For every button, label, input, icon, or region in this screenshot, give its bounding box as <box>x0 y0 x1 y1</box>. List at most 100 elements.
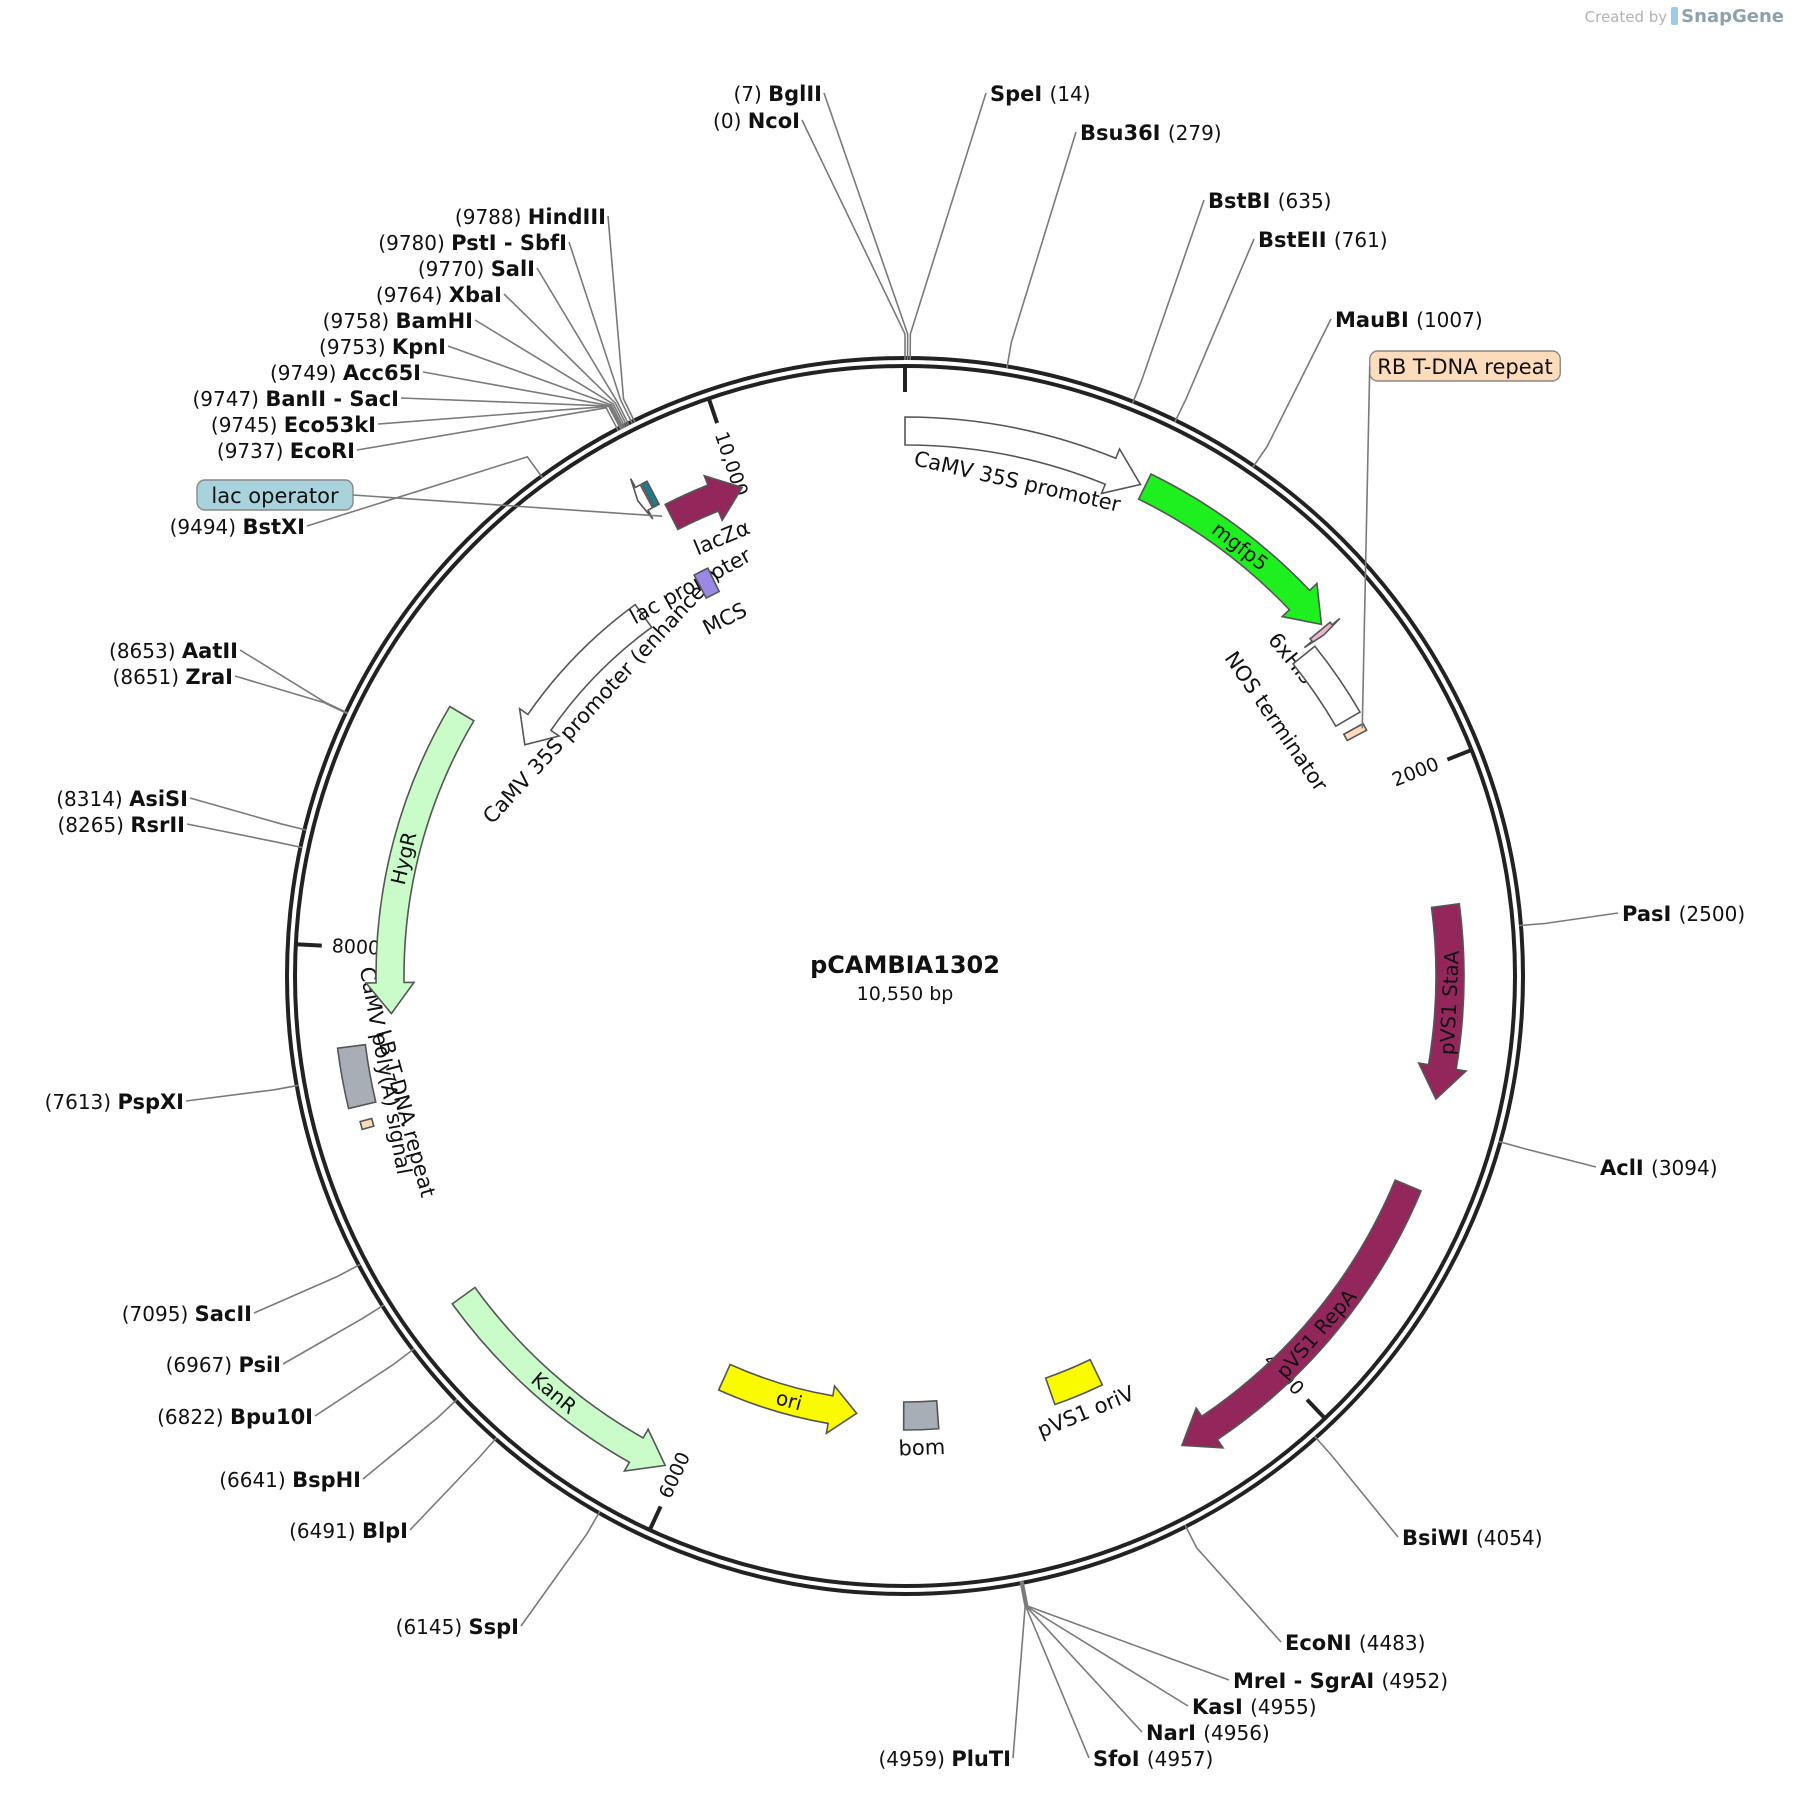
site-acli[interactable]: AclI (3094) <box>1498 1140 1718 1180</box>
site-pspxi[interactable]: (7613) PspXI <box>45 1084 299 1114</box>
site-banii-saci[interactable]: (9747) BanII - SacI <box>192 387 623 430</box>
feature-pvs1-staa[interactable]: pVS1 StaA <box>1417 902 1468 1101</box>
site-leader <box>568 241 634 424</box>
site-label: (7) BglII <box>733 82 822 106</box>
site-ncoi[interactable]: (0) NcoI <box>713 109 906 360</box>
site-name: Bpu10I <box>230 1405 313 1429</box>
feature-label: MCS <box>699 598 751 640</box>
site-eco53ki[interactable]: (9745) Eco53kI <box>211 405 622 437</box>
feature-rb-t-dna-repeat[interactable] <box>1342 722 1368 742</box>
rb-t-dna-repeat-callout[interactable]: RB T-DNA repeat <box>1361 350 1561 729</box>
site-zrai[interactable]: (8651) ZraI <box>113 665 348 715</box>
site-sspi[interactable]: (6145) SspI <box>396 1510 601 1639</box>
site-name: XbaI <box>449 283 502 307</box>
site-position: (4956) <box>1203 1721 1270 1745</box>
site-label: (9788) HindIII <box>455 205 606 229</box>
site-spei[interactable]: SpeI (14) <box>909 82 1091 361</box>
site-leader <box>185 1084 299 1102</box>
site-label: (7095) SacII <box>122 1302 252 1326</box>
site-acc65i[interactable]: (9749) Acc65I <box>270 361 623 430</box>
site-label: (9494) BstXI <box>170 515 305 539</box>
feature-kanr[interactable]: KanR <box>451 1286 667 1473</box>
site-position: (4959) <box>878 1747 951 1771</box>
site-psii[interactable]: (6967) PsiI <box>166 1304 385 1377</box>
site-hindiii[interactable]: (9788) HindIII <box>455 205 636 423</box>
site-label: MauBI (1007) <box>1335 308 1483 332</box>
feature-shape <box>1291 645 1362 728</box>
site-leader <box>282 1304 385 1365</box>
site-bstxi[interactable]: (9494) BstXI <box>170 455 544 539</box>
site-label: (4959) PluTI <box>878 1747 1011 1771</box>
site-name: BspHI <box>292 1468 361 1492</box>
site-maubi[interactable]: MauBI (1007) <box>1252 308 1483 468</box>
feature-camv-35s-promoter-enhanced[interactable]: CaMV 35S promoter (enhanced) <box>478 564 724 828</box>
plasmid-length: 10,550 bp <box>857 983 954 1005</box>
site-blpi[interactable]: (6491) BlpI <box>289 1436 498 1543</box>
site-bamhi[interactable]: (9758) BamHI <box>323 309 626 428</box>
site-leader <box>823 92 909 361</box>
credit-prefix: Created by <box>1584 8 1668 26</box>
site-leader <box>1174 238 1255 423</box>
site-sali[interactable]: (9770) SalI <box>418 257 630 426</box>
feature-pvs1-repa[interactable]: pVS1 RepA <box>1180 1179 1423 1449</box>
site-bsteii[interactable]: BstEII (761) <box>1174 228 1388 423</box>
site-bsiwi[interactable]: BsiWI (4054) <box>1313 1435 1543 1550</box>
site-position: (761) <box>1334 228 1388 252</box>
site-name: BstBI <box>1208 189 1278 213</box>
site-name: PstI - SbfI <box>451 231 567 255</box>
site-bsphi[interactable]: (6641) BspHI <box>219 1398 458 1492</box>
site-position: (9737) <box>217 439 290 463</box>
tick-label: 2000 <box>1389 753 1442 791</box>
site-leader <box>520 1510 601 1627</box>
site-name: Bsu36I <box>1080 121 1168 145</box>
site-sacii[interactable]: (7095) SacII <box>122 1263 361 1326</box>
site-psti-sbfi[interactable]: (9780) PstI - SbfI <box>378 231 634 424</box>
feature-ori[interactable]: ori <box>717 1363 858 1435</box>
feature-pvs1-oriv[interactable]: pVS1 oriV <box>1034 1358 1139 1443</box>
feature-camv-35s-promoter[interactable]: CaMV 35S promoter <box>904 416 1142 517</box>
feature-bom[interactable]: bom <box>898 1399 946 1461</box>
site-kpni[interactable]: (9753) KpnI <box>319 335 625 429</box>
feature-label: CaMV 35S promoter (enhanced) <box>478 564 724 828</box>
feature-shape <box>904 416 1142 495</box>
site-bsu36i[interactable]: Bsu36I (279) <box>1006 121 1222 369</box>
site-name: PluTI <box>951 1747 1011 1771</box>
site-pluti[interactable]: (4959) PluTI <box>878 1580 1026 1771</box>
site-ecori[interactable]: (9737) EcoRI <box>217 406 619 463</box>
feature-hygr[interactable]: HygR <box>364 705 475 1015</box>
site-bpu10i[interactable]: (6822) Bpu10I <box>157 1347 415 1429</box>
site-aatii[interactable]: (8653) AatII <box>109 639 349 714</box>
site-leader <box>1131 199 1205 404</box>
site-leader <box>1020 1580 1189 1707</box>
site-name: SalI <box>491 257 535 281</box>
site-position: (9753) <box>319 335 392 359</box>
plasmid-center-label: pCAMBIA1302 10,550 bp <box>810 951 1000 1005</box>
feature-lac-operator[interactable] <box>640 480 661 509</box>
site-pasi[interactable]: PasI (2500) <box>1518 902 1745 927</box>
site-label: NarI (4956) <box>1146 1721 1270 1745</box>
site-xbai[interactable]: (9764) XbaI <box>376 283 628 427</box>
site-nari[interactable]: NarI (4956) <box>1020 1580 1270 1745</box>
site-position: (1007) <box>1416 308 1483 332</box>
site-asisi[interactable]: (8314) AsiSI <box>56 787 307 831</box>
site-label: (6145) SspI <box>396 1615 519 1639</box>
site-name: AatII <box>182 639 238 663</box>
site-label: (9747) BanII - SacI <box>192 387 399 411</box>
site-econi[interactable]: EcoNI (4483) <box>1184 1524 1426 1655</box>
site-rsrii[interactable]: (8265) RsrII <box>57 813 303 849</box>
feature-shape <box>359 1117 375 1131</box>
site-name: Acc65I <box>343 361 421 385</box>
feature-label: pVS1 StaA <box>1435 950 1464 1056</box>
site-bglii[interactable]: (7) BglII <box>733 82 909 361</box>
site-bstbi[interactable]: BstBI (635) <box>1131 189 1332 404</box>
tick-label: 8000 <box>331 935 380 959</box>
site-position: (635) <box>1278 189 1332 213</box>
site-name: KpnI <box>392 335 446 359</box>
lac-operator-callout[interactable]: lac operator <box>196 479 663 518</box>
site-leader <box>801 119 906 360</box>
site-label: PasI (2500) <box>1622 902 1745 926</box>
site-label: (9764) XbaI <box>376 283 502 307</box>
callout-leader <box>1361 365 1371 729</box>
site-leader <box>607 215 636 423</box>
site-leader <box>1006 131 1077 369</box>
